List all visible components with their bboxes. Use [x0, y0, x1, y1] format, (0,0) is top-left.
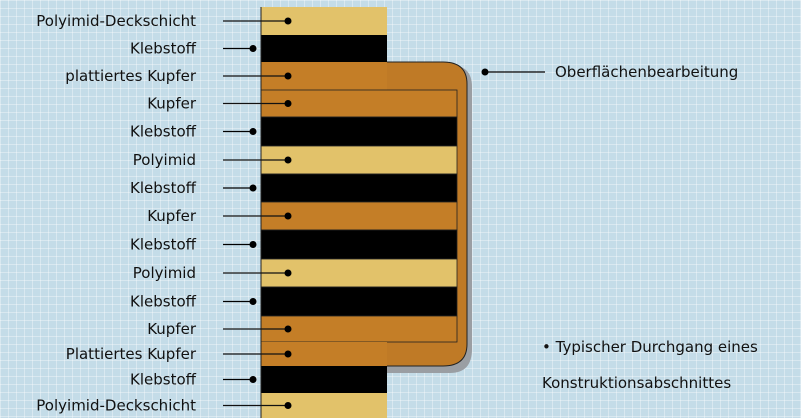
- layer-dot-4: [284, 100, 292, 107]
- layer-dot-3: [284, 72, 292, 80]
- layer-14-adhesive: [261, 366, 387, 393]
- layer-dot-15: [284, 402, 292, 409]
- layer-label-10: Polyimid: [133, 264, 196, 282]
- layer-label-12: Kupfer: [147, 320, 197, 338]
- layer-dot-12: [284, 325, 292, 333]
- layer-label-8: Kupfer: [147, 207, 197, 225]
- layer-dot-9: [249, 241, 257, 248]
- layer-label-14: Klebstoff: [130, 371, 197, 389]
- layer-label-6: Polyimid: [133, 151, 196, 169]
- layer-dot-8: [284, 212, 292, 220]
- layer-label-9: Klebstoff: [130, 236, 197, 254]
- layer-label-4: Kupfer: [147, 95, 197, 113]
- layer-dot-1: [284, 17, 292, 25]
- layer-dot-14: [249, 376, 257, 383]
- surface-finish-label: Oberflächenbearbeitung: [555, 63, 738, 81]
- layer-11-adhesive: [260, 286, 458, 317]
- surface-finish-dot: [481, 68, 489, 76]
- layer-dot-6: [284, 156, 292, 164]
- caption-line-2: Konstruktionsabschnittes: [542, 374, 731, 392]
- layer-dot-5: [249, 128, 257, 135]
- layer-8-copper: [260, 201, 458, 231]
- layer-label-5: Klebstoff: [130, 123, 197, 141]
- layer-label-7: Klebstoff: [130, 179, 197, 197]
- caption-line-1: • Typischer Durchgang eines: [542, 338, 758, 356]
- layer-label-13: Plattiertes Kupfer: [66, 345, 197, 363]
- caption: • Typischer Durchgang eines Konstruktion…: [542, 338, 758, 392]
- layer-label-11: Klebstoff: [130, 293, 197, 311]
- layer-dot-7: [249, 184, 257, 192]
- surface-finish-callout: Oberflächenbearbeitung: [481, 63, 738, 81]
- layer-10-polyimide: [260, 258, 458, 288]
- layer-6-polyimide: [260, 145, 458, 175]
- layer-labels: Polyimid-DeckschichtKlebstoffplattiertes…: [36, 12, 292, 415]
- layer-5-adhesive: [260, 116, 458, 147]
- layer-2-adhesive: [261, 35, 387, 62]
- layer-stack: [260, 7, 472, 418]
- layer-dot-11: [249, 298, 257, 305]
- layer-label-2: Klebstoff: [130, 40, 197, 58]
- layer-dot-13: [284, 350, 292, 358]
- layer-dot-2: [249, 45, 257, 52]
- layer-7-adhesive: [260, 173, 458, 203]
- layer-label-3: plattiertes Kupfer: [65, 67, 197, 85]
- layer-label-15: Polyimid-Deckschicht: [36, 397, 196, 415]
- layer-12-copper: [260, 315, 458, 343]
- layer-9-adhesive: [260, 229, 458, 260]
- layer-dot-10: [284, 269, 292, 277]
- layer-label-1: Polyimid-Deckschicht: [36, 12, 196, 30]
